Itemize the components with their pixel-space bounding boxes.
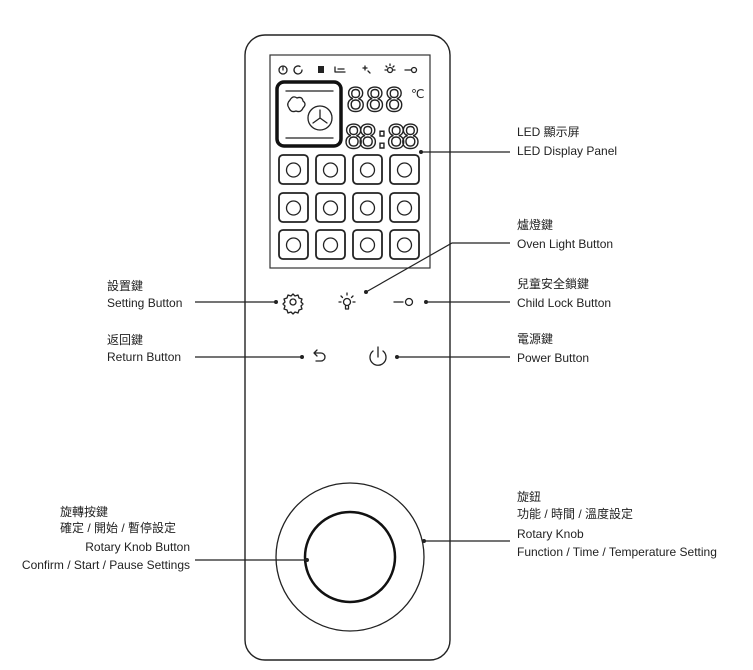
timer-icon [278, 65, 288, 75]
fan-dish-mode-icon [389, 192, 420, 223]
defrost-mode-icon [315, 192, 346, 223]
fan-grill-glyph [322, 237, 339, 253]
knob-button-label-en: Rotary Knob Button [85, 540, 190, 554]
fan-meat-glyph [359, 200, 376, 216]
steam-roast-glyph [285, 200, 302, 216]
bake-mode-icon [278, 154, 309, 185]
proof-dough-mode-icon [352, 229, 383, 260]
power-button[interactable] [369, 346, 387, 366]
led-display-panel [269, 54, 431, 269]
power-label-en: Power Button [517, 351, 589, 365]
oven-fan-mode-icon [275, 80, 343, 148]
oven-light-label-en: Oven Light Button [517, 237, 613, 251]
steam-bread-mode-icon [352, 154, 383, 185]
fan-grill-mode-icon [315, 229, 346, 260]
knob-desc-en: Function / Time / Temperature Setting [517, 545, 717, 559]
lock-indicator-icon [404, 66, 418, 74]
knob-button-desc-en: Confirm / Start / Pause Settings [22, 558, 190, 572]
knob-desc-zh: 功能 / 時間 / 溫度設定 [517, 506, 633, 521]
child-lock-button[interactable] [393, 297, 414, 307]
return-label-zh: 返回鍵 [107, 332, 143, 347]
temperature-digits: 888 [346, 81, 404, 119]
setting-button[interactable] [282, 293, 304, 315]
return-arrow-icon [313, 349, 326, 362]
bottom-heat-glyph [285, 237, 302, 253]
return-label-en: Return Button [107, 350, 181, 364]
tray-icon [334, 66, 346, 73]
return-button[interactable] [313, 349, 326, 362]
child-lock-label-en: Child Lock Button [517, 296, 611, 310]
knob-button-desc-zh: 確定 / 開始 / 暫停設定 [60, 520, 176, 535]
power-label-zh: 電源鍵 [517, 331, 553, 346]
fan-meat-mode-icon [352, 192, 383, 223]
rotary-knob-button[interactable] [303, 510, 397, 604]
light-bulb-icon [338, 292, 356, 310]
function-icon-grid [278, 154, 420, 260]
child-lock-label-zh: 兒童安全鎖鍵 [517, 276, 589, 291]
knob-button-label-zh: 旋轉按鍵 [60, 504, 108, 519]
indicator-icons [278, 63, 418, 75]
preheat-icon [318, 66, 324, 73]
clean-glyph [396, 237, 413, 253]
knob-label-en: Rotary Knob [517, 527, 584, 541]
fan-dish-glyph [396, 200, 413, 216]
steam-bread-glyph [359, 162, 376, 178]
key-icon [393, 297, 414, 307]
oven-light-label-zh: 爐燈鍵 [517, 217, 553, 232]
led-panel-label-en: LED Display Panel [517, 144, 617, 158]
steam-vegetables-mode-icon [315, 154, 346, 185]
bake-glyph [285, 162, 302, 178]
time-digits: 88:88 [344, 118, 420, 156]
steam-roast-mode-icon [278, 192, 309, 223]
led-panel-label-zh: LED 顯示屏 [517, 125, 580, 139]
knob-label-zh: 旋鈕 [517, 490, 541, 504]
setting-label-en: Setting Button [107, 296, 182, 310]
bottom-heat-mode-icon [278, 229, 309, 260]
roast-chicken-glyph [396, 162, 413, 178]
delay-start-icon [293, 65, 303, 75]
power-icon [369, 346, 387, 366]
clean-mode-icon [389, 229, 420, 260]
temperature-unit: ℃ [411, 87, 424, 101]
steam-vegetables-glyph [322, 162, 339, 178]
sparkle-icon [362, 65, 371, 74]
gear-icon [282, 293, 304, 315]
defrost-glyph [322, 200, 339, 216]
proof-dough-glyph [359, 237, 376, 253]
setting-label-zh: 設置鍵 [107, 278, 143, 293]
roast-chicken-mode-icon [389, 154, 420, 185]
oven-light-button[interactable] [338, 292, 356, 310]
control-panel-body [244, 34, 451, 661]
light-indicator-icon [384, 63, 396, 74]
